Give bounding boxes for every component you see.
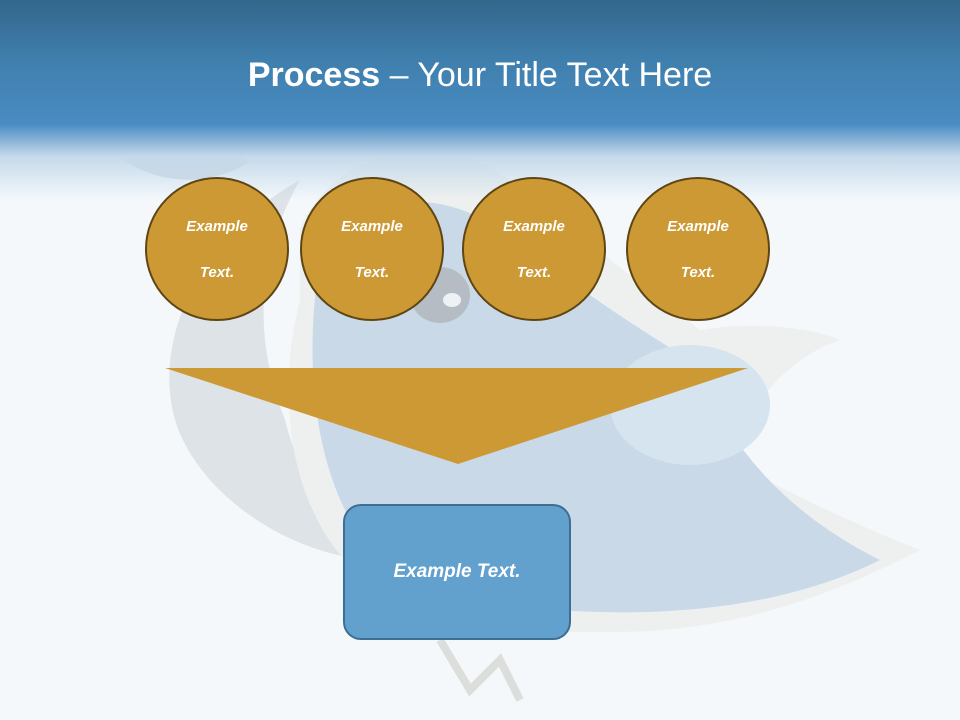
step-3-line1: Example (503, 217, 565, 235)
step-4-line2: Text. (680, 263, 716, 281)
step-1-line2: Text. (199, 263, 235, 281)
step-2-line2: Text. (354, 263, 390, 281)
title-bar (0, 0, 960, 200)
title-rest: Your Title Text Here (417, 56, 713, 94)
step-1-line1: Example (186, 217, 248, 235)
slide-title: Process – Your Title Text Here (0, 54, 960, 96)
step-3-line2: Text. (516, 263, 552, 281)
title-bold: Process (247, 56, 381, 94)
step-4-line1: Example (667, 217, 729, 235)
result-box: Example Text. (343, 504, 571, 640)
title-separator: – (380, 56, 418, 94)
result-text: Example Text. (393, 561, 521, 582)
step-2-line1: Example (341, 217, 403, 235)
